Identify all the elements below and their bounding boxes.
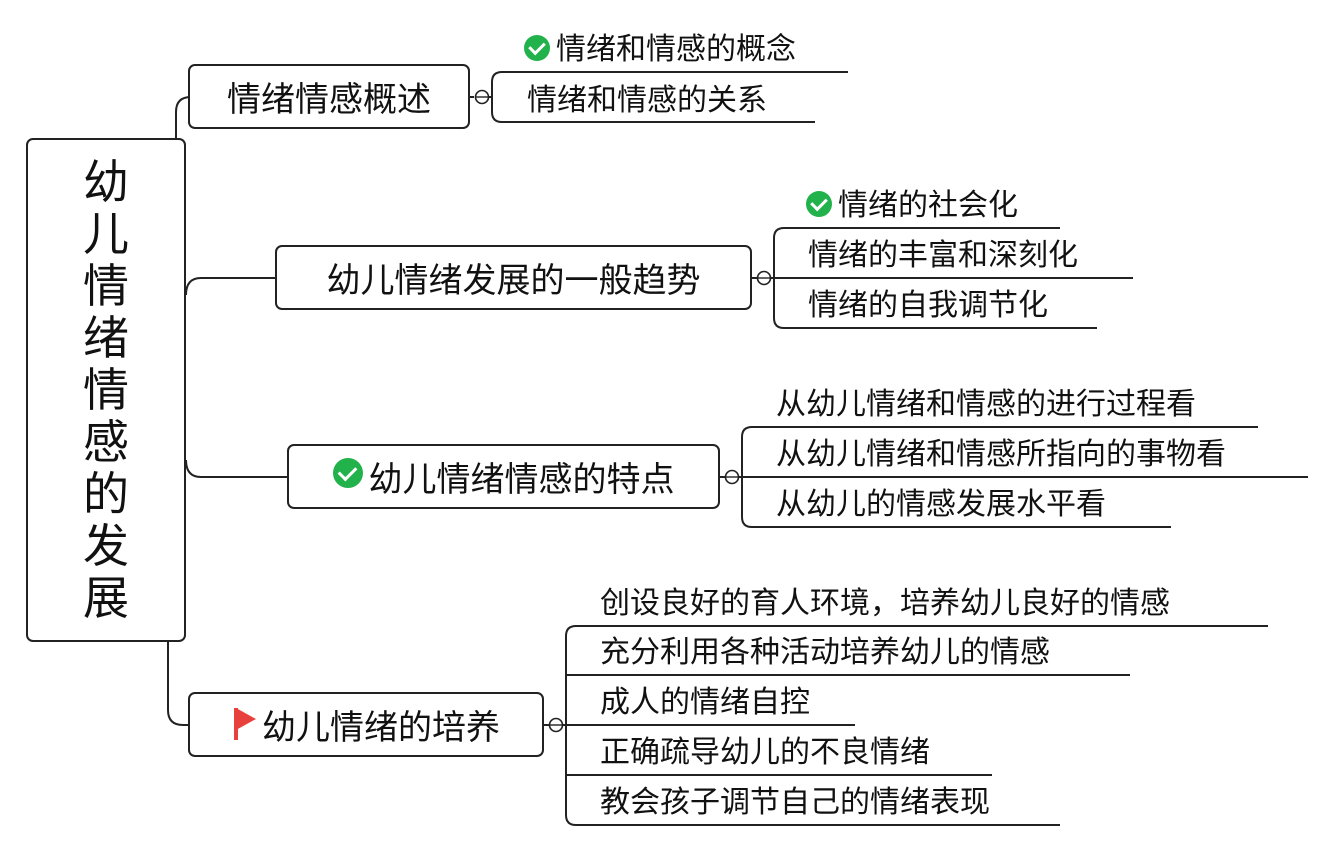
subtopic-socialization[interactable]: 情绪的社会化 bbox=[806, 188, 1018, 224]
subtopic-process[interactable]: 从幼儿情绪和情感的进行过程看 bbox=[776, 387, 1196, 423]
subtopic-concept[interactable]: 情绪和情感的概念 bbox=[524, 32, 796, 68]
root-char: 绪 bbox=[83, 311, 129, 365]
subtopic-label: 成人的情绪自控 bbox=[600, 685, 810, 720]
subtopic-guidance[interactable]: 正确疏导幼儿的不良情绪 bbox=[600, 735, 930, 771]
subtopic-label: 从幼儿情绪和情感所指向的事物看 bbox=[776, 437, 1226, 472]
subtopic-label: 从幼儿的情感发展水平看 bbox=[776, 487, 1106, 522]
check-icon bbox=[524, 34, 550, 61]
subtopic-teach-regulation[interactable]: 教会孩子调节自己的情绪表现 bbox=[600, 785, 990, 821]
root-topic[interactable]: 幼 儿 情 绪 情 感 的 发 展 bbox=[26, 138, 186, 642]
branch-topic-characteristics[interactable]: 幼儿情绪情感的特点 bbox=[287, 444, 720, 509]
subtopic-label: 教会孩子调节自己的情绪表现 bbox=[600, 785, 990, 820]
root-char: 情 bbox=[83, 363, 129, 417]
check-icon bbox=[332, 457, 363, 488]
root-char: 幼 bbox=[83, 155, 129, 209]
root-char: 发 bbox=[83, 519, 129, 573]
subtopic-adult-control[interactable]: 成人的情绪自控 bbox=[600, 685, 810, 721]
branch-topic-cultivation[interactable]: 幼儿情绪的培养 bbox=[188, 692, 544, 757]
flag-icon bbox=[232, 706, 256, 740]
subtopic-objects[interactable]: 从幼儿情绪和情感所指向的事物看 bbox=[776, 437, 1226, 473]
branch-topic-overview[interactable]: 情绪情感概述 bbox=[188, 64, 470, 129]
subtopic-label: 正确疏导幼儿的不良情绪 bbox=[600, 735, 930, 770]
connector-root-branch-3 bbox=[185, 459, 288, 478]
root-char: 展 bbox=[83, 571, 129, 625]
subtopic-label: 情绪的丰富和深刻化 bbox=[808, 238, 1078, 273]
connector-b1-children bbox=[488, 71, 503, 123]
subtopic-label: 创设良好的育人环境，培养幼儿良好的情感 bbox=[600, 586, 1170, 621]
check-icon bbox=[806, 190, 832, 217]
subtopic-label: 情绪和情感的概念 bbox=[556, 32, 796, 67]
branch-topic-trends[interactable]: 幼儿情绪发展的一般趋势 bbox=[275, 245, 752, 310]
subtopic-environment[interactable]: 创设良好的育人环境，培养幼儿良好的情感 bbox=[600, 586, 1170, 622]
subtopic-label: 情绪和情感的关系 bbox=[527, 83, 767, 118]
subtopic-label: 情绪的自我调节化 bbox=[808, 288, 1048, 323]
branch-label: 幼儿情绪发展的一般趋势 bbox=[326, 261, 701, 301]
subtopic-level[interactable]: 从幼儿的情感发展水平看 bbox=[776, 487, 1106, 523]
subtopic-activities[interactable]: 充分利用各种活动培养幼儿的情感 bbox=[600, 635, 1050, 671]
subtopic-relation[interactable]: 情绪和情感的关系 bbox=[527, 83, 767, 119]
subtopic-enrichment[interactable]: 情绪的丰富和深刻化 bbox=[808, 238, 1078, 274]
root-char: 儿 bbox=[83, 207, 129, 261]
subtopic-label: 充分利用各种活动培养幼儿的情感 bbox=[600, 635, 1050, 670]
branch-label: 幼儿情绪情感的特点 bbox=[368, 460, 675, 500]
root-char: 情 bbox=[83, 259, 129, 313]
root-char: 的 bbox=[83, 467, 129, 521]
subtopic-self-regulation[interactable]: 情绪的自我调节化 bbox=[808, 288, 1048, 324]
subtopic-label: 从幼儿情绪和情感的进行过程看 bbox=[776, 387, 1196, 422]
connector-root-branch-2 bbox=[185, 277, 276, 296]
connector-root-branch-4 bbox=[167, 642, 188, 726]
subtopic-label: 情绪的社会化 bbox=[838, 188, 1018, 223]
root-char: 感 bbox=[83, 415, 129, 469]
branch-label: 幼儿情绪的培养 bbox=[262, 708, 500, 748]
branch-label: 情绪情感概述 bbox=[227, 80, 431, 120]
